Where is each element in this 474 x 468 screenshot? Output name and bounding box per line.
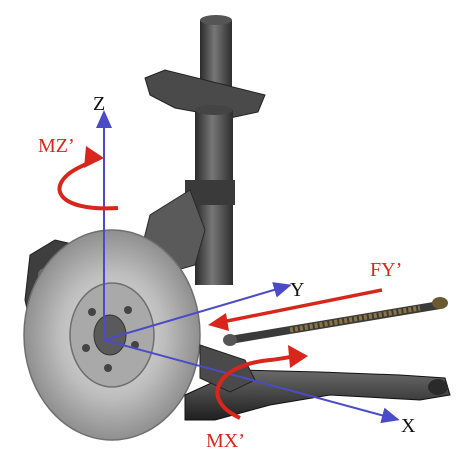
strut-body-top <box>195 105 233 115</box>
loads: MZ’ FY’ MX’ <box>38 135 402 452</box>
strut-mount-bracket <box>144 69 266 119</box>
tie-rod-joint <box>223 334 237 346</box>
fy-force-line <box>221 288 383 324</box>
coordinate-axes: Z Y X <box>93 93 416 437</box>
mx-arrowhead <box>288 345 308 368</box>
x-axis-label: X <box>401 415 416 437</box>
lug-hole <box>104 364 112 372</box>
tie-rod <box>223 297 448 346</box>
lug-hole <box>82 344 90 352</box>
y-axis-label: Y <box>290 279 304 301</box>
lower-control-arm <box>184 344 451 421</box>
lug-hole <box>124 306 132 314</box>
z-axis-label: Z <box>93 93 105 115</box>
strut-top-cap <box>200 15 232 25</box>
knuckle-lower <box>199 344 256 393</box>
strut-assembly <box>139 15 266 285</box>
fy-label: FY’ <box>370 259 402 281</box>
fy-arrowhead <box>208 313 229 331</box>
tie-rod-end <box>432 297 448 309</box>
y-axis-line <box>103 282 292 341</box>
mz-label: MZ’ <box>38 135 75 157</box>
arm-bushing <box>428 379 448 395</box>
mx-moment-arc <box>215 354 297 420</box>
brake-disc <box>23 229 201 441</box>
wheel-hub <box>93 314 127 356</box>
x-axis-line <box>103 339 400 424</box>
lug-hole <box>88 308 96 316</box>
mz-arrowhead <box>84 146 104 168</box>
mx-label: MX’ <box>206 430 245 452</box>
